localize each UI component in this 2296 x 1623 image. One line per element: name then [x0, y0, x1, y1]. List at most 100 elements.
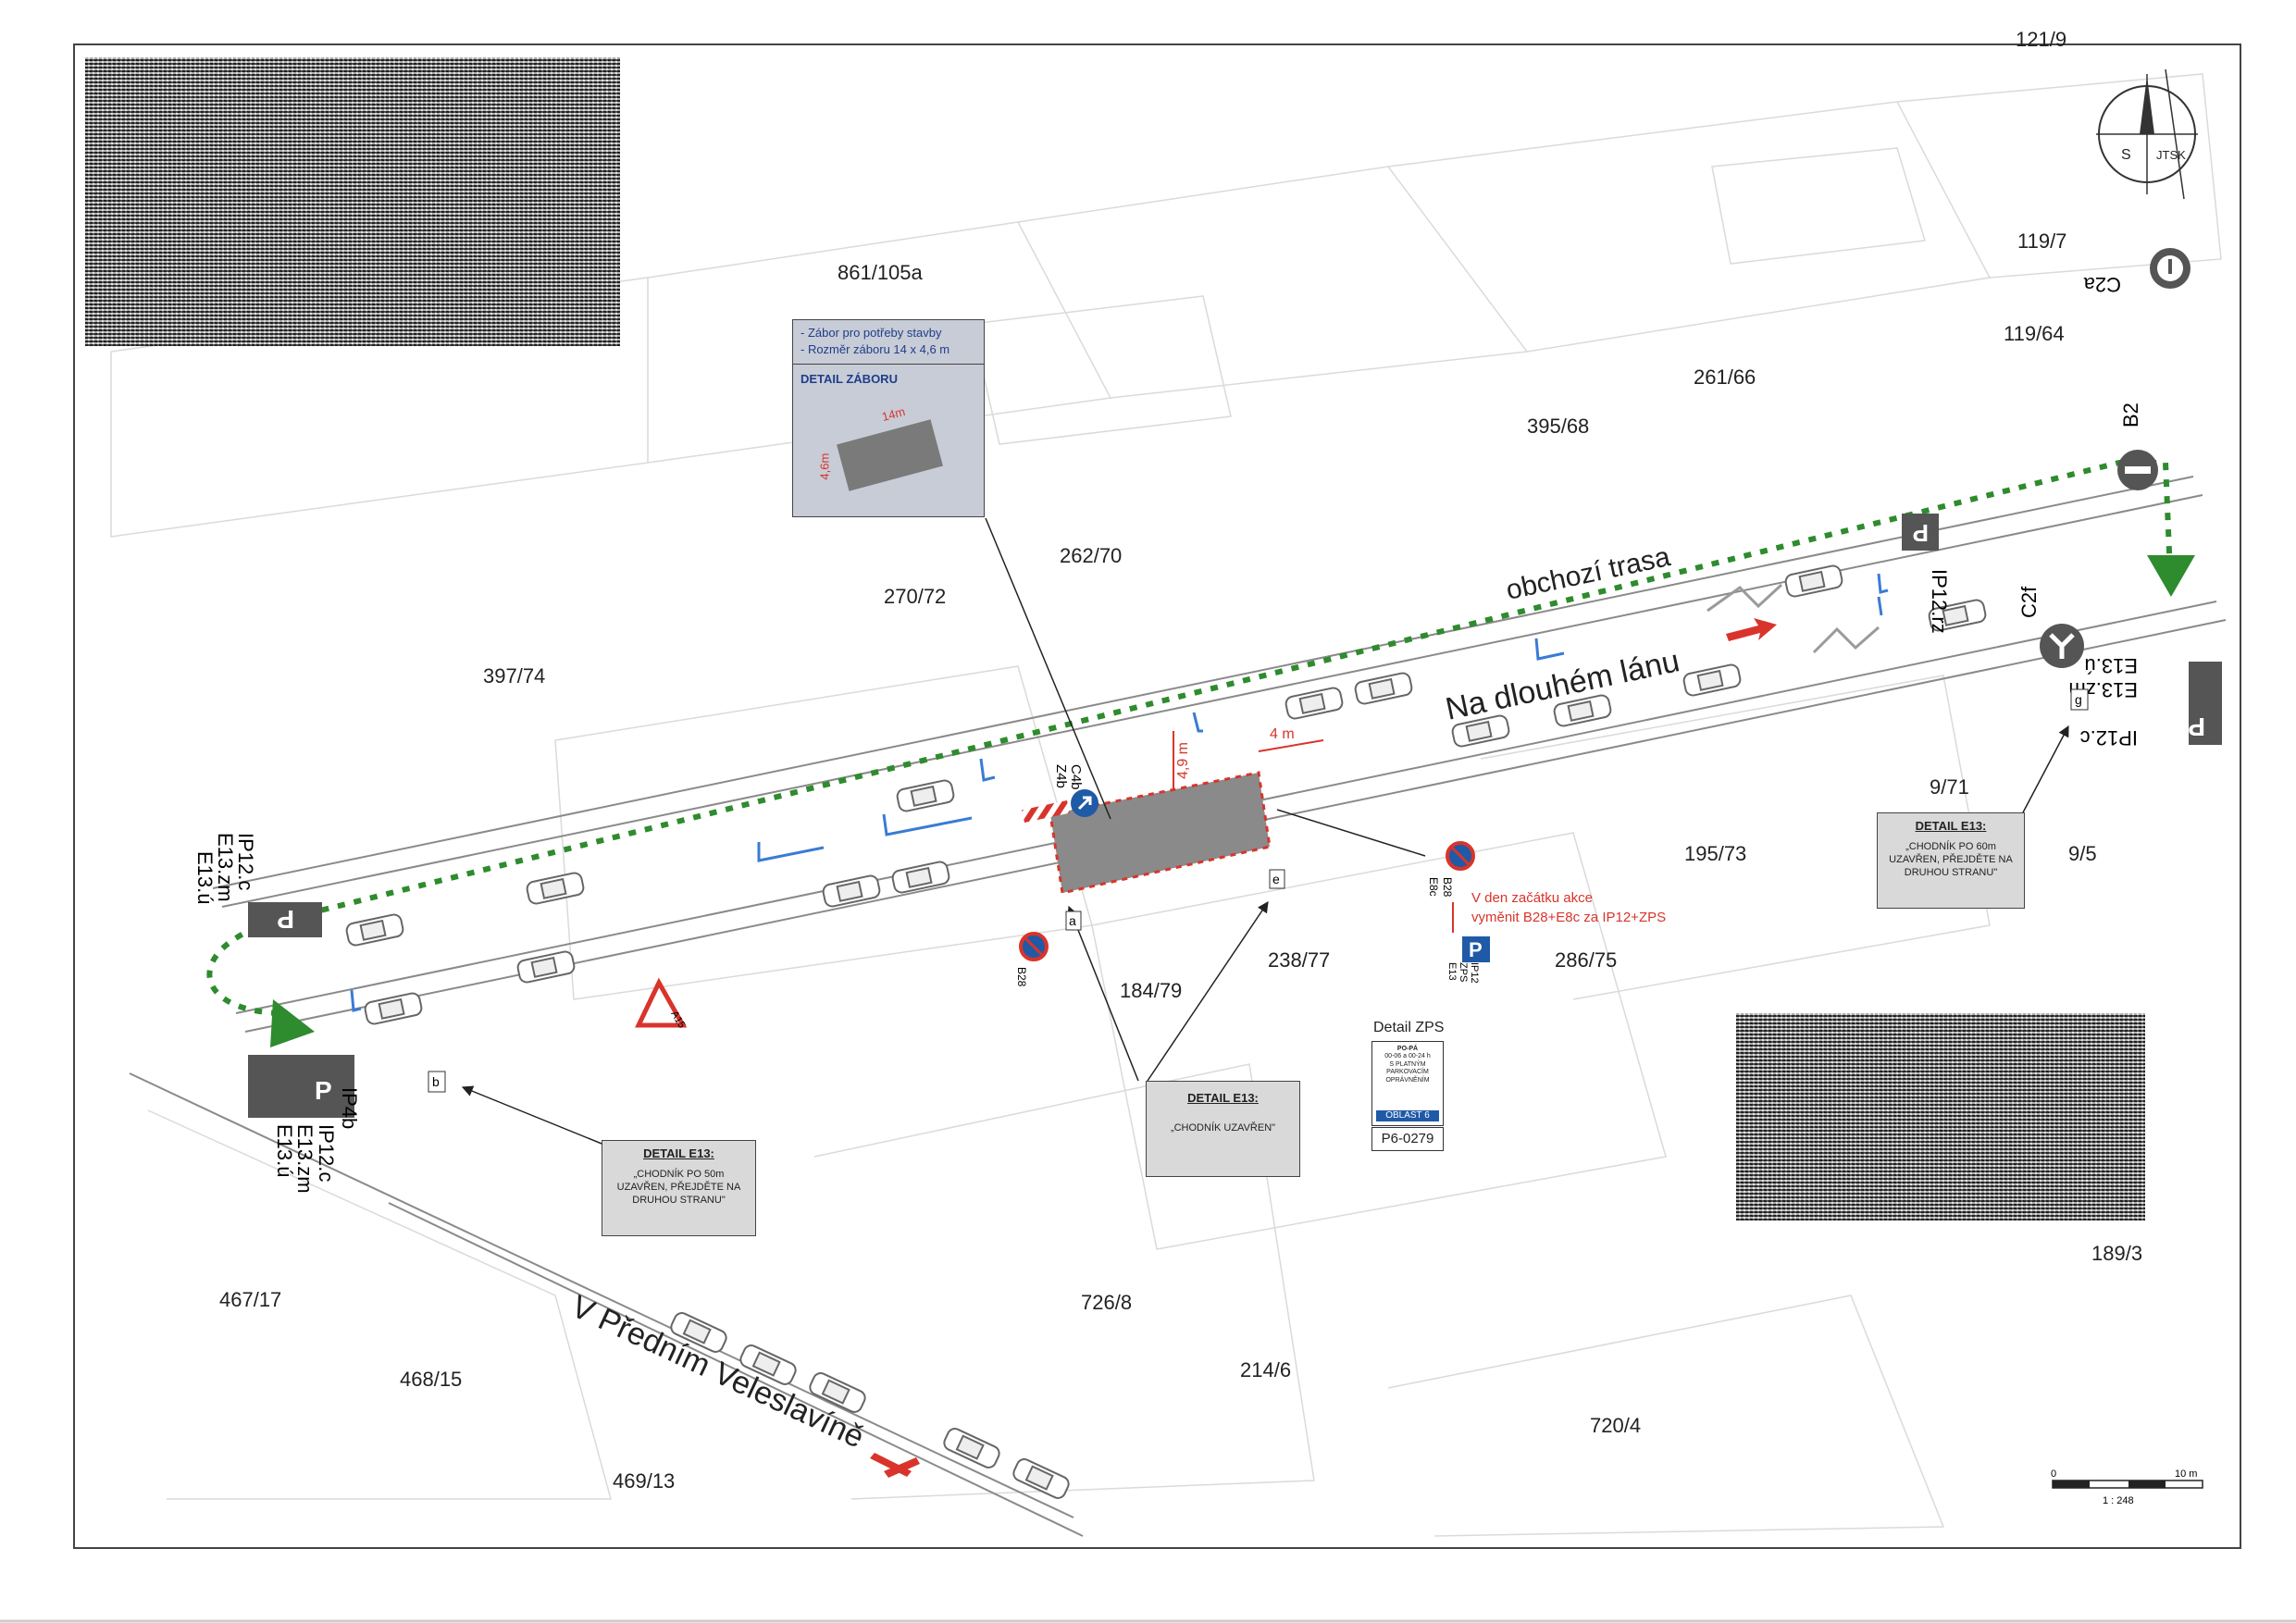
sign-e8c-label: E8c — [1427, 877, 1440, 897]
compass-s-label: S — [2121, 147, 2131, 163]
sign-c2a-icon — [2150, 248, 2191, 289]
sign-ip12-zps-icon: P — [1462, 936, 1490, 962]
parcel-number: 720/4 — [1590, 1414, 1641, 1437]
sign-ip12rz-icon: P — [1902, 514, 1939, 551]
detail-e13-text: „CHODNÍK UZAVŘEN" — [1170, 1122, 1276, 1134]
sign-ip4b-label: IP4b — [338, 1087, 361, 1129]
sign-lb-e13u-label: E13.ú — [273, 1124, 296, 1178]
leader-lines — [461, 517, 2069, 1148]
scale-ten-label: 10 m — [2175, 1468, 2197, 1480]
parcel-number: 214/6 — [1240, 1358, 1291, 1381]
one-way-arrow — [1726, 618, 1777, 641]
sign-a15-icon — [635, 977, 688, 1028]
svg-text:P: P — [315, 1076, 332, 1105]
sign-b-box — [428, 1071, 446, 1093]
parcel-number: 726/8 — [1081, 1291, 1132, 1314]
detail-e13-title: DETAIL E13: — [643, 1146, 714, 1160]
parcel-number: 395/68 — [1527, 415, 1589, 438]
parcel-number: 9/5 — [2068, 842, 2097, 865]
sign-c4b-icon — [1071, 789, 1098, 817]
side-street-edges — [129, 1072, 1084, 1537]
detail-zaboru-length: 14m — [880, 404, 907, 425]
parcel-number: 861/105a — [838, 261, 924, 284]
detail-zaboru-line-1: - Zábor pro potřeby stavby — [800, 326, 942, 340]
parcel-number: 184/79 — [1120, 979, 1182, 1002]
detour-route — [304, 460, 2173, 917]
closure-area — [1049, 771, 1272, 895]
sign-c2a-label: C2a — [2083, 273, 2121, 296]
sign-z4b-label: Z4b — [1053, 764, 1069, 788]
detail-e13-title: DETAIL E13: — [1915, 819, 1987, 833]
sign-g-box — [2070, 688, 2089, 711]
sign-b28-label: B28 — [1015, 967, 1028, 987]
width-dimension-label: 4,9 m — [1175, 742, 1191, 779]
length-dimension-label: 4 m — [1270, 726, 1295, 742]
detour-arrow-right — [2147, 555, 2195, 597]
detail-zaboru-panel: - Zábor pro potřeby stavby - Rozměr zábo… — [792, 319, 985, 517]
sign-group-left-bottom-icon: P — [248, 1055, 354, 1118]
parcel-number: 238/77 — [1268, 948, 1330, 972]
parcel-number: 262/70 — [1060, 544, 1122, 567]
zps-zone: OBLAST 6 — [1376, 1110, 1439, 1121]
sign-right-e13u-label: E13.ú — [2085, 654, 2139, 677]
sign-b28-right-icon — [1446, 841, 1475, 871]
parcel-number: 261/66 — [1694, 365, 1756, 389]
barrier — [1022, 799, 1070, 824]
parcel-number: 467/17 — [219, 1288, 281, 1311]
length-dimension-line — [1258, 739, 1324, 752]
parcel-number: 119/64 — [2004, 322, 2065, 345]
sign-left-e13zm-label: E13.zm — [214, 833, 237, 902]
sign-a-box — [1065, 911, 1082, 931]
svg-text:P: P — [1469, 938, 1483, 961]
zps-line-4: PARKOVACÍM — [1386, 1069, 1429, 1076]
note-line-1: V den začátku akce — [1471, 890, 1593, 906]
sign-c2f-label: C2f — [2017, 586, 2041, 618]
parcel-number: 270/72 — [884, 585, 946, 608]
detail-e13-text: „CHODNÍK PO 60m UZAVŘEN, PŘEJDĚTE NA DRU… — [1889, 841, 2013, 878]
sign-c4b-label: C4b — [1068, 764, 1084, 790]
detour-route-start — [206, 911, 306, 1016]
compass-system-label: JTSK — [2156, 148, 2186, 162]
detail-e13-title: DETAIL E13: — [1187, 1091, 1259, 1105]
svg-text:P: P — [1913, 519, 1929, 547]
scale-ratio-label: 1 : 248 — [2103, 1495, 2134, 1506]
zps-line-3: S PLATNÝM — [1389, 1060, 1426, 1068]
zps-line-5: OPRÁVNĚNÍM — [1385, 1076, 1430, 1084]
sign-ip12rz-label: IP12.rz — [1928, 569, 1951, 634]
parked-cars — [345, 564, 1987, 1499]
parcel-number: 468/15 — [400, 1368, 462, 1391]
redacted-area-bottom-right — [1736, 1013, 2145, 1220]
sign-b2-icon — [2117, 450, 2158, 490]
two-way-arrow-icon — [870, 1453, 920, 1478]
svg-text:P: P — [277, 905, 294, 934]
detail-zaboru-diagram — [837, 419, 943, 491]
detail-e13-text: „CHODNÍK PO 50m UZAVŘEN, PŘEJDĚTE NA DRU… — [616, 1169, 741, 1206]
north-arrow-icon — [2096, 68, 2198, 200]
sign-group-left-top-icon: P — [248, 902, 322, 937]
detail-zps-sign: PO-PÁ 00-06 a 00-24 h S PLATNÝM PARKOVAC… — [1371, 1041, 1444, 1126]
detail-e13-box-center: DETAIL E13: „CHODNÍK UZAVŘEN" — [1146, 1081, 1300, 1177]
sign-b-label: b — [432, 1074, 440, 1089]
sign-group-right-icon: P — [2188, 662, 2222, 745]
sign-b28-icon — [1019, 932, 1049, 961]
sign-g-label: g — [2075, 692, 2082, 707]
detour-arrow-left — [270, 999, 315, 1047]
sign-b28-right-label: B28 — [1441, 877, 1454, 898]
detail-e13-box-left: DETAIL E13: „CHODNÍK PO 50m UZAVŘEN, PŘE… — [602, 1140, 756, 1236]
sign-e-label: e — [1272, 872, 1280, 886]
sign-a-label: a — [1069, 913, 1076, 928]
parcel-number: 119/7 — [2017, 229, 2066, 253]
sign-e13-label: E13 — [1446, 962, 1458, 981]
detail-zps-code: P6-0279 — [1371, 1127, 1444, 1151]
parcel-number: 121/9 — [2016, 28, 2066, 51]
parking-bay-marks — [350, 573, 1889, 1012]
parcel-number: 397/74 — [483, 664, 545, 688]
sign-left-ip12c-label: IP12.c — [234, 833, 257, 890]
detail-zaboru-width: 4,6m — [817, 452, 832, 480]
svg-text:P: P — [2188, 712, 2205, 741]
parcel-number: 195/73 — [1684, 842, 1746, 865]
parcel-number: 189/3 — [2091, 1242, 2142, 1265]
zps-line-1: PO-PÁ — [1396, 1046, 1419, 1052]
detail-e13-box-right: DETAIL E13: „CHODNÍK PO 60m UZAVŘEN, PŘE… — [1877, 812, 2025, 909]
